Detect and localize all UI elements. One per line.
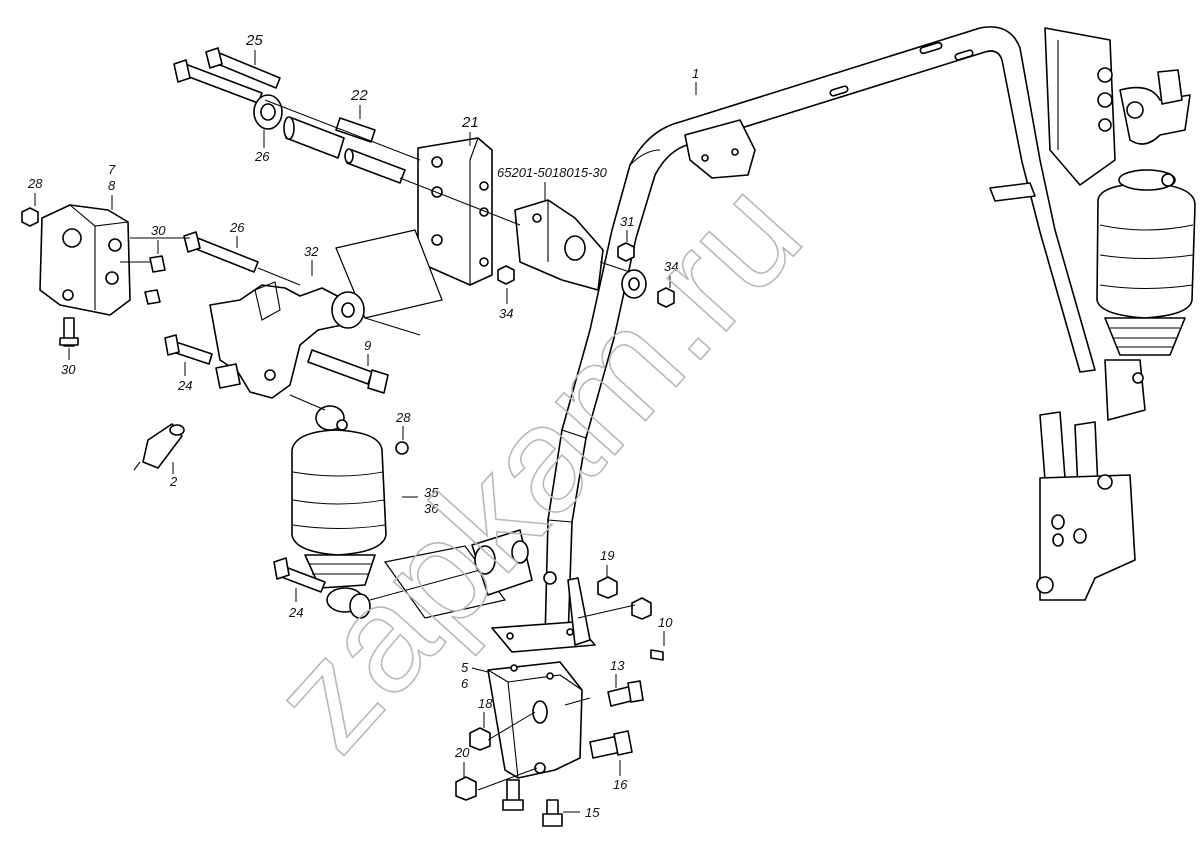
label-32: 32 [304, 244, 319, 259]
main-frame-tube [491, 26, 1096, 653]
label-21: 21 [461, 114, 479, 131]
label-30-lower: 30 [61, 362, 76, 377]
lever-32 [209, 281, 365, 399]
label-6: 6 [461, 676, 469, 691]
label-28-right: 28 [395, 410, 411, 425]
label-26-top: 26 [254, 149, 270, 164]
sensor-2 [133, 423, 185, 471]
label-36: 36 [424, 501, 439, 516]
label-31: 31 [620, 214, 634, 229]
label-22: 22 [350, 87, 368, 104]
bolt-24-upper [164, 334, 213, 365]
label-2: 2 [169, 474, 178, 489]
label-9: 9 [364, 338, 371, 353]
left-air-spring [291, 405, 409, 619]
label-24-lower: 24 [288, 605, 303, 620]
label-8: 8 [108, 178, 116, 193]
label-35: 35 [424, 485, 439, 500]
nut-washer [631, 597, 652, 620]
pin-9 [307, 349, 389, 394]
bracket-7-8 [39, 204, 131, 316]
label-16: 16 [613, 777, 628, 792]
label-24-upper: 24 [177, 378, 192, 393]
label-28-left: 28 [27, 176, 43, 191]
right-lower-bracket [1036, 359, 1146, 601]
label-34-left: 34 [499, 306, 513, 321]
callout-labels: 1 2 5 6 7 8 9 10 13 15 16 18 19 20 21 22… [27, 32, 699, 820]
nut-20 [455, 776, 477, 801]
label-5: 5 [461, 660, 469, 675]
bolt-15-b [542, 799, 563, 827]
bolt-26-middle [183, 231, 259, 273]
bushing-26-top [253, 94, 283, 130]
label-34-right: 34 [664, 259, 678, 274]
bolt-25 [173, 47, 281, 104]
bolt-16 [589, 730, 633, 759]
assembly-axes [130, 99, 636, 791]
bolt-15-a [502, 779, 524, 811]
label-30-upper: 30 [151, 223, 166, 238]
label-18: 18 [478, 696, 493, 711]
label-25: 25 [245, 32, 263, 49]
nut-28-left [21, 207, 39, 227]
label-19: 19 [600, 548, 614, 563]
bushing-right [621, 269, 647, 299]
bolt-24-lower [273, 557, 326, 593]
clevis-bracket [471, 529, 557, 596]
label-10: 10 [658, 615, 673, 630]
bolt-30-b [144, 289, 161, 305]
label-13: 13 [610, 658, 625, 673]
label-15: 15 [585, 805, 600, 820]
label-assembly-code: 65201-5018015-30 [497, 165, 608, 180]
bracket-65201 [514, 199, 604, 291]
nut-34-left [497, 265, 515, 285]
label-7: 7 [108, 162, 116, 177]
bracket-plate-21 [417, 137, 493, 286]
right-upper-bracket [989, 27, 1191, 202]
sleeve-22 [283, 116, 406, 184]
clip-10 [650, 649, 664, 661]
bolt-30-a [120, 255, 166, 273]
label-1: 1 [692, 66, 699, 81]
label-20: 20 [454, 745, 470, 760]
right-air-spring [1096, 169, 1196, 356]
nut-34-right [657, 287, 675, 308]
nut-18 [469, 727, 491, 751]
nut-31 [617, 242, 635, 262]
bolt-13 [607, 680, 644, 707]
label-26-middle: 26 [229, 220, 245, 235]
bolt-30-c [59, 317, 79, 347]
lower-bracket-5-6 [487, 661, 583, 779]
nut-19 [597, 576, 618, 599]
sensor-connector [215, 363, 241, 389]
